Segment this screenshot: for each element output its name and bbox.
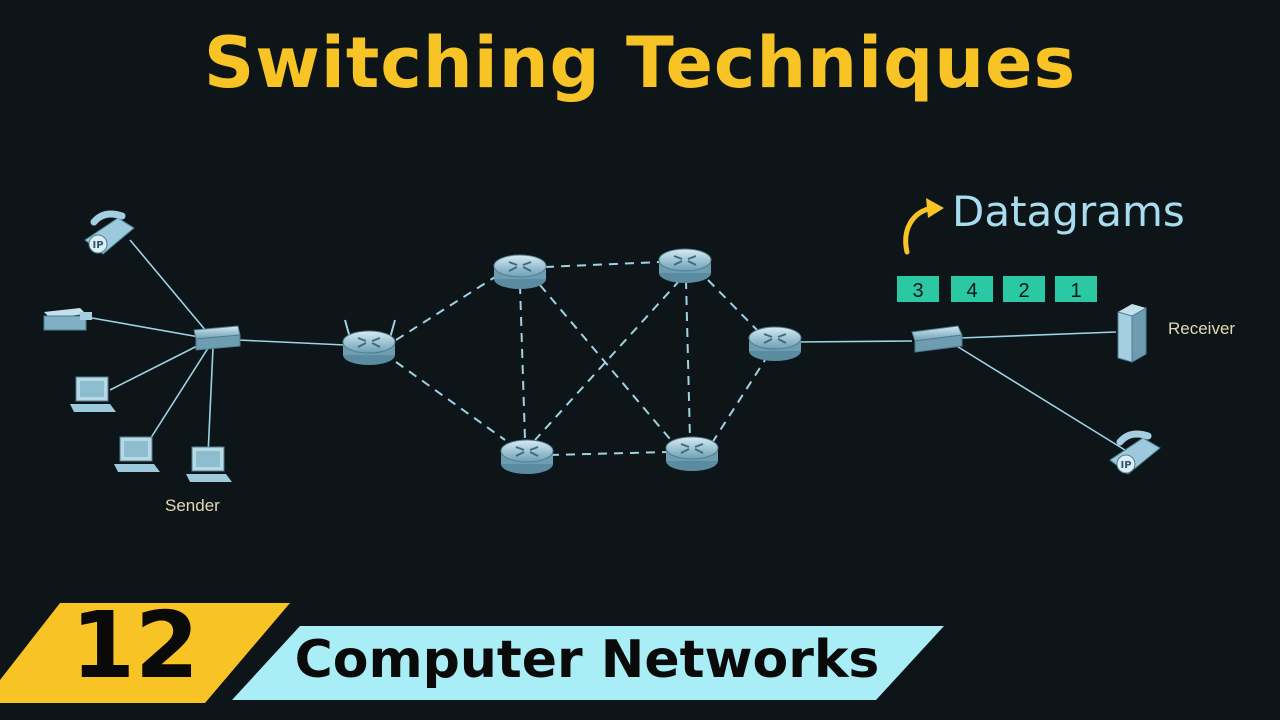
packet-box bbox=[1055, 276, 1097, 302]
router-top-left bbox=[493, 254, 547, 290]
packet-box bbox=[897, 276, 939, 302]
packet-queue: 3 4 2 1 bbox=[897, 276, 1097, 302]
packet-number: 2 bbox=[1018, 280, 1029, 302]
datagrams-label: Datagrams bbox=[952, 187, 1185, 236]
ip-phone-icon: IP bbox=[1109, 430, 1161, 475]
packet-number: 3 bbox=[912, 280, 923, 302]
ip-phone-icon: IP bbox=[84, 210, 135, 255]
access-router bbox=[342, 319, 396, 366]
course-title: Computer Networks bbox=[294, 630, 880, 690]
solid-links bbox=[91, 239, 1126, 456]
receiver-label: Receiver bbox=[1168, 319, 1235, 338]
course-banner-fill bbox=[232, 626, 944, 700]
dashed-links bbox=[395, 261, 766, 456]
ip-badge-text: IP bbox=[1120, 460, 1131, 471]
router-bottom-left bbox=[500, 439, 554, 475]
computer-icon bbox=[70, 376, 116, 412]
packet-box bbox=[951, 276, 993, 302]
episode-banner bbox=[0, 603, 290, 703]
page-title: Switching Techniques bbox=[203, 22, 1077, 104]
sender-label: Sender bbox=[165, 496, 220, 515]
printer-icon bbox=[43, 308, 92, 331]
sender-switch bbox=[193, 325, 241, 351]
receiver-switch bbox=[911, 325, 963, 353]
router-right bbox=[748, 326, 802, 362]
router-top-right bbox=[658, 248, 712, 284]
ip-badge-text: IP bbox=[92, 240, 103, 251]
computer-icon bbox=[114, 436, 160, 472]
packet-number: 1 bbox=[1070, 280, 1081, 302]
packet-box bbox=[1003, 276, 1045, 302]
sender-computer-icon bbox=[186, 446, 232, 482]
packet-number: 4 bbox=[966, 280, 977, 302]
episode-number: 12 bbox=[70, 591, 200, 699]
arrowhead-icon bbox=[926, 198, 944, 218]
router-bottom-right bbox=[665, 436, 719, 472]
server-icon bbox=[1117, 304, 1147, 363]
